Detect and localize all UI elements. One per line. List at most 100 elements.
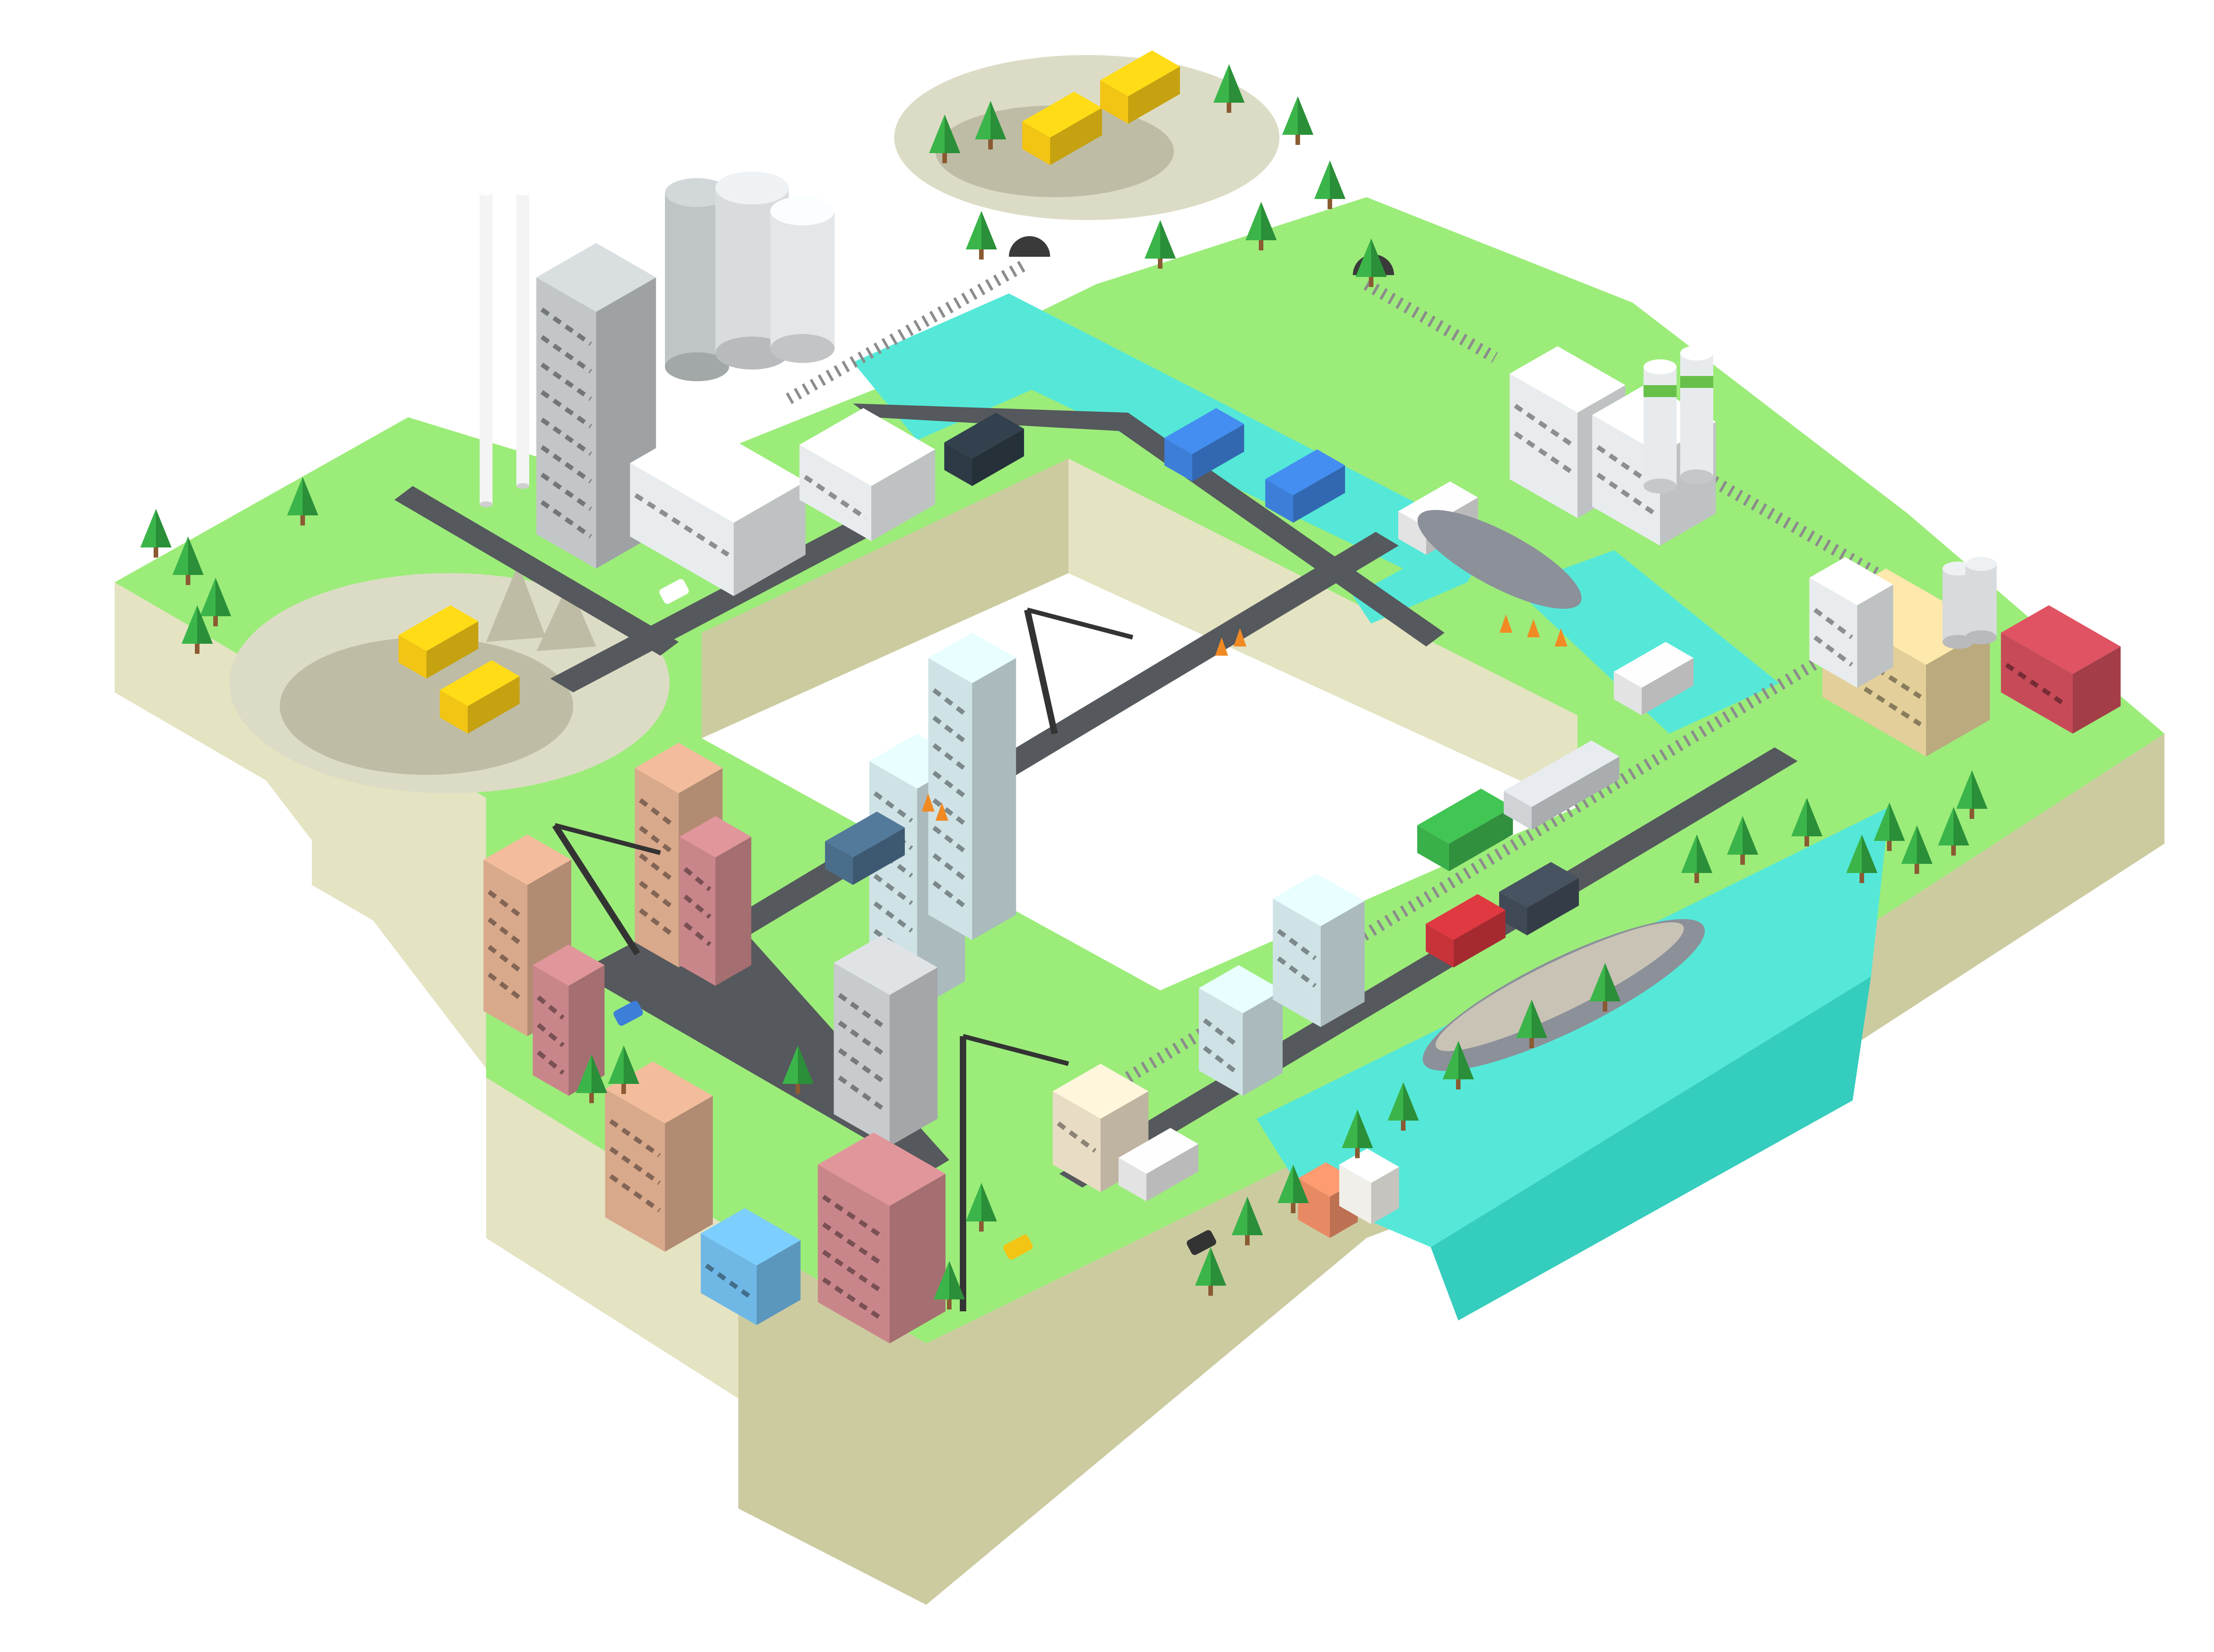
tree-trunk <box>1208 1284 1213 1296</box>
box-right-face <box>1454 910 1506 967</box>
tree-trunk <box>1970 807 1974 819</box>
cylinder-body <box>1965 564 1997 637</box>
box-left-face <box>1052 1091 1101 1192</box>
window-row <box>838 1048 886 1084</box>
tree-trunk <box>1259 238 1263 250</box>
tree-trunk <box>1951 844 1956 856</box>
traffic-cone-icon <box>922 793 935 812</box>
window-row <box>932 853 969 882</box>
tree-crown-shadow <box>949 1261 965 1299</box>
tree-icon <box>1938 807 1969 856</box>
tree-icon <box>1388 1082 1419 1131</box>
box-top-face <box>834 935 938 995</box>
tree-crown-shadow <box>1954 807 1969 845</box>
cylinder-top <box>480 189 493 196</box>
box-top-face <box>440 660 520 706</box>
window-row <box>1057 1121 1096 1153</box>
window-row <box>683 922 712 946</box>
box-left-face <box>1265 479 1293 523</box>
soil-left-face-lower <box>115 582 738 1398</box>
window-row <box>540 335 592 374</box>
tree-crown-shadow <box>1247 1197 1263 1235</box>
box-left-face <box>630 463 734 596</box>
cylinder-base <box>1965 630 1997 645</box>
box-left-face <box>483 860 527 1036</box>
window-row <box>873 873 913 906</box>
window-row <box>540 500 592 539</box>
city-building <box>834 935 938 1146</box>
tanker-truck-icon <box>1265 449 1345 523</box>
crane-icon <box>1024 609 1058 735</box>
box-right-face <box>1857 585 1893 688</box>
cylinder-body <box>516 193 529 486</box>
cylinder-top <box>665 178 729 207</box>
factory-building <box>2001 605 2121 734</box>
cargo-ship-deck <box>1435 922 1684 1051</box>
tree-crown-shadow <box>1293 1165 1309 1203</box>
window-row <box>540 362 592 401</box>
chimney-accent-band <box>1644 385 1677 397</box>
tree-crown-shadow <box>1807 798 1822 836</box>
box-top-face <box>1426 894 1506 940</box>
box-right-face <box>972 658 1016 940</box>
tree-icon <box>975 101 1006 149</box>
window-row <box>822 1222 886 1268</box>
box-left-face <box>679 837 715 986</box>
window-row <box>639 826 675 855</box>
window-row <box>2005 663 2069 708</box>
tree-trunk <box>1915 862 1919 874</box>
box-top-face <box>635 743 723 793</box>
tree-icon <box>1956 770 1987 819</box>
tree-crown-shadow <box>1261 202 1277 240</box>
box-right-face <box>1321 901 1365 1027</box>
tree-icon <box>182 605 213 654</box>
tree-icon <box>966 211 997 260</box>
box-left-face <box>928 658 972 940</box>
window-row <box>1277 928 1317 961</box>
window-row <box>540 307 592 346</box>
dump-truck-icon <box>1426 894 1506 967</box>
box-left-face <box>1504 791 1532 830</box>
tree-icon <box>576 1055 607 1103</box>
tree-icon <box>1356 238 1387 287</box>
dump-truck-icon <box>399 605 479 679</box>
window-row <box>1813 608 1853 640</box>
tree-crown-shadow <box>1211 1247 1226 1286</box>
box-top-face <box>944 413 1024 459</box>
box-right-face <box>1293 465 1345 523</box>
city-building <box>928 633 1016 940</box>
window-row <box>838 1020 886 1057</box>
inner-wall-north <box>702 459 1068 738</box>
box-right-face <box>853 828 905 885</box>
tree-icon <box>1282 96 1313 145</box>
road-north-west <box>394 486 679 656</box>
window-row <box>932 881 969 910</box>
box-top-face <box>825 812 905 857</box>
box-right-face <box>890 967 938 1146</box>
box-right-face <box>734 481 806 596</box>
window-row <box>609 1174 661 1213</box>
tree-crown-shadow <box>1357 1110 1373 1148</box>
window-row <box>838 1075 886 1112</box>
box-left-face <box>1499 892 1527 935</box>
box-right-face <box>871 449 935 541</box>
box-top-face <box>701 1208 801 1265</box>
tree-crown-shadow <box>1160 220 1176 259</box>
tree-icon <box>1516 1000 1547 1048</box>
freight-train-icon <box>1504 740 1620 830</box>
tree-crown-shadow <box>1330 160 1345 199</box>
freight-train-icon <box>1417 789 1513 871</box>
box-top-face <box>1273 873 1365 926</box>
box-right-face <box>665 1096 713 1252</box>
cylinder-base <box>665 352 729 381</box>
tree-trunk <box>213 614 218 626</box>
box-left-face <box>944 442 972 486</box>
box-top-face <box>536 243 656 312</box>
box-top-face <box>1809 557 1893 605</box>
box-right-face <box>569 965 605 1096</box>
tree-trunk <box>979 1220 984 1232</box>
window-row <box>639 908 675 937</box>
tree-trunk <box>300 514 305 525</box>
window-row <box>873 928 913 961</box>
box-left-face <box>536 277 596 569</box>
